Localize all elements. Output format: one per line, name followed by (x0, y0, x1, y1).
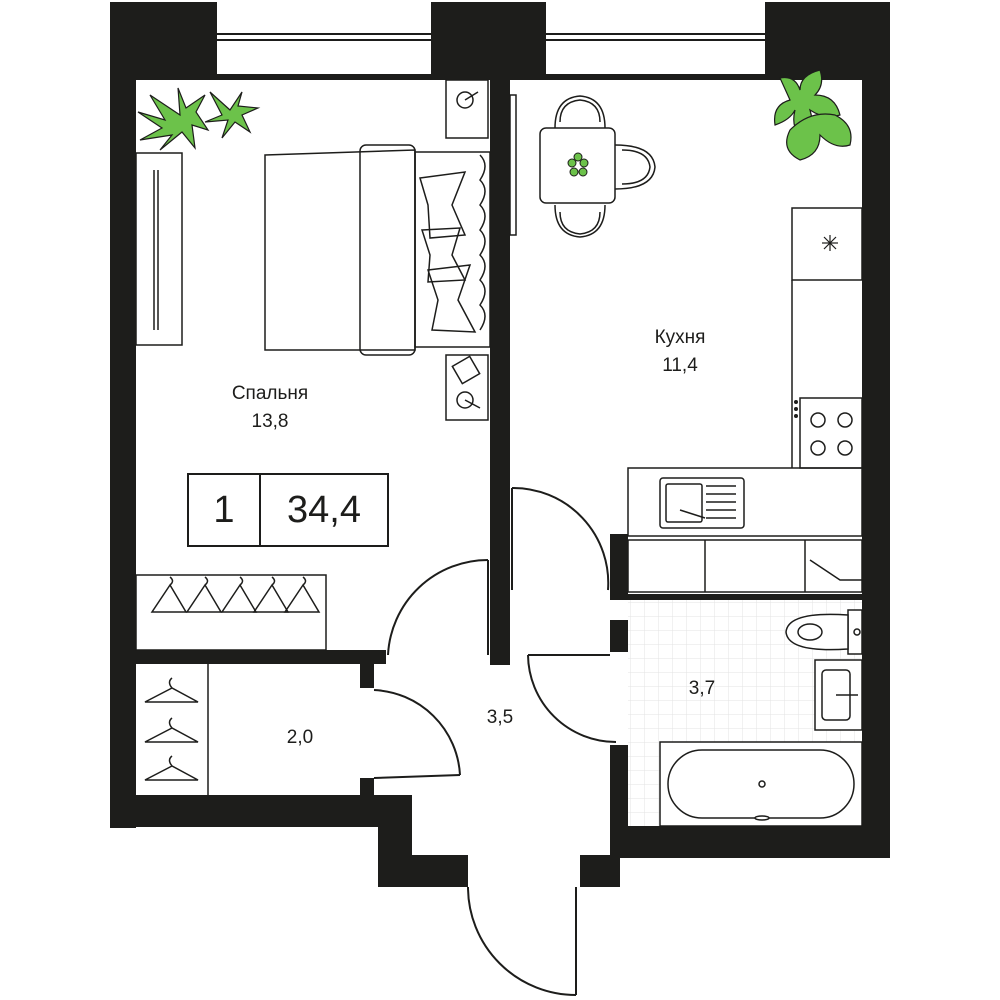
stove-knobs (794, 400, 798, 418)
kitchen-area: 11,4 (662, 355, 698, 376)
bedroom-area: 13,8 (251, 411, 289, 432)
wardrobe-furniture (144, 664, 209, 795)
bedroom-name: Спальня (231, 383, 309, 404)
hallway-area: 3,5 (486, 707, 514, 728)
bathroom-furniture (659, 609, 863, 827)
doors (373, 486, 617, 996)
kitchen-furniture (509, 94, 863, 593)
plant-icon-bedroom (137, 87, 261, 151)
bedroom-furniture (135, 79, 491, 651)
snowflake-icon (822, 235, 838, 251)
total-area: 34,4 (287, 488, 361, 531)
plant-icon-kitchen (773, 69, 852, 161)
rooms-count: 1 (189, 475, 261, 545)
bathroom-area: 3,7 (688, 678, 716, 699)
walls (110, 2, 890, 887)
windows (217, 33, 765, 41)
flower-icon-table (567, 152, 589, 177)
wardrobe-area: 2,0 (286, 727, 314, 748)
apartment-summary-badge: 1 34,4 (187, 473, 389, 547)
hangers-bedroom (150, 576, 321, 613)
kitchen-name: Кухня (654, 327, 706, 348)
